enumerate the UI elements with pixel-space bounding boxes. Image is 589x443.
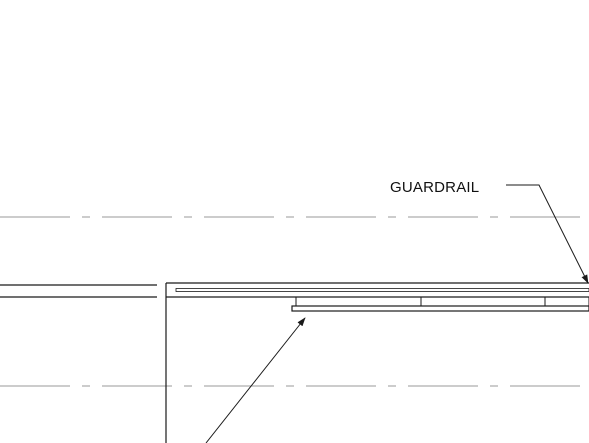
guardrail-label: GUARDRAIL [390,179,479,196]
lower-leader-arrow [205,317,306,443]
inner-rail [175,288,589,292]
guardrail-leader [506,184,589,284]
base-plate [291,305,589,312]
